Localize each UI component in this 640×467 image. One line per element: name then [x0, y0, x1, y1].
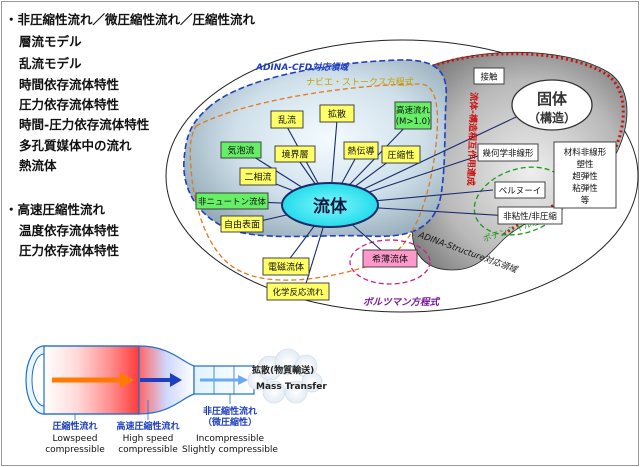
fluid-box-label: 乱流 [278, 114, 296, 126]
pipe-illustration: 拡散(物質輸送) Mass Transfer 圧縮性流れ Lowspeed co… [25, 345, 327, 455]
fluid-box-label: 拡散 [328, 108, 346, 120]
fluid-box-label: 希薄流体 [372, 253, 408, 265]
fluid-box-label: 電磁流体 [268, 261, 304, 273]
solid-box [494, 181, 546, 199]
list-item: 時間-圧力依存流体特性 [19, 117, 150, 132]
label-low-jp: 圧縮性流れ [52, 420, 97, 432]
list-item: 熱流体 [19, 158, 57, 173]
label-high-en1: High speed [123, 434, 174, 444]
solid-sublabel: （構造） [528, 110, 576, 125]
material-box-line: 塑性 [576, 159, 594, 170]
fluid-box [274, 145, 316, 163]
fluid-box [394, 101, 432, 130]
fluid-box-label-2: (M>1.0) [396, 117, 431, 127]
label-incomp-en1: Incompressible [196, 434, 264, 444]
list-item: 多孔質媒体中の流れ [19, 138, 132, 153]
material-box-line: 材料非線形 [564, 147, 607, 158]
navier-stokes-label: ナビエ・ストークス方程式 [306, 76, 414, 88]
solid-box [473, 67, 505, 85]
solid-box [477, 143, 539, 162]
solid-box-label: 非粘性/非圧縮 [503, 211, 557, 222]
label-incomp-jp: 非圧縮性流れ [203, 405, 257, 417]
solid-box-label: ベルヌーイ [499, 187, 542, 197]
fluid-box [362, 249, 418, 268]
list-item: 層流モデル [19, 34, 82, 49]
fluid-box [266, 282, 330, 301]
fsi-boundary [427, 52, 625, 238]
fluid-box-label: 境界層 [281, 149, 308, 161]
fluid-box [270, 110, 304, 129]
fluid-box-label: 気泡流 [227, 145, 254, 157]
fluid-box-label: 圧縮性 [387, 149, 414, 161]
fluid-box-label: 化学反応流れ [272, 287, 324, 298]
list-item: 温度依存流体特性 [19, 223, 120, 238]
solid-box [497, 206, 563, 225]
domain-diagram: 固体 （構造） 流体 ADINA-CFD対応領域 ナビエ・ストークス方程式 AD… [165, 39, 639, 313]
label-low-en2: compressible [45, 445, 105, 455]
list-item: ・高速圧縮性流れ [5, 202, 106, 217]
list-item: 時間依存流体特性 [19, 77, 120, 92]
fluid-box [195, 192, 269, 210]
fluid-box-label: 高速流れ [396, 105, 431, 116]
material-box-line: 超弾性 [572, 171, 598, 182]
fluid-phenomena-boxes: 乱流 拡散 高速流れ(M>1.0) 気泡流 境界層 熱伝導 圧縮性二相流非ニュートン流体自由… [195, 101, 432, 301]
label-high-jp: 高速圧縮性流れ [116, 420, 179, 432]
material-box-line: 粘弾性 [572, 183, 598, 194]
mass-transfer-jp: 拡散(物質輸送) [252, 364, 314, 376]
fluid-box [220, 215, 264, 233]
boltzmann-boundary [349, 239, 431, 285]
list-item: ・非圧縮性流れ／微圧縮性流れ／圧縮性流れ [5, 12, 256, 27]
fluid-box-label: 非ニュートン流体 [198, 197, 267, 208]
fluid-oval [281, 182, 379, 228]
list-item: 乱流モデル [19, 56, 82, 71]
fluid-box [319, 104, 355, 123]
fluid-box-label: 自由表面 [224, 219, 260, 231]
solid-label: 固体 [537, 90, 568, 108]
fluid-box-label: 熱伝導 [347, 145, 374, 157]
material-box [553, 141, 617, 209]
solid-box-label: 接触 [480, 72, 498, 83]
solid-oval [511, 79, 593, 131]
mass-transfer-cloud [247, 348, 323, 404]
fluid-box [262, 257, 310, 276]
label-low-en1: Lowspeed [53, 434, 98, 444]
fsi-label: 流体-構造相互作用連成 [465, 92, 480, 186]
material-box-line: 等 [581, 195, 590, 206]
fluid-label: 流体 [313, 196, 348, 217]
fluid-box [381, 145, 421, 164]
feature-list: ・非圧縮性流れ／微圧縮性流れ／圧縮性流れ層流モデル乱流モデル時間依存流体特性圧力… [5, 12, 256, 258]
mass-transfer-en: Mass Transfer [256, 382, 327, 392]
fluid-box [343, 141, 379, 160]
solid-box-label: 幾何学非線形 [482, 148, 534, 159]
label-high-en2: compressible [118, 445, 178, 455]
fluid-box [220, 141, 262, 159]
list-item: 圧力依存流体特性 [19, 243, 120, 258]
boltzmann-label: ボルツマン方程式 [363, 296, 441, 308]
fluid-box-label: 二相流 [244, 171, 271, 183]
label-incomp-en2: Slightly compressible [182, 445, 278, 455]
label-incomp-jp2: （微圧縮性） [203, 416, 257, 428]
list-item: 圧力依存流体特性 [19, 97, 120, 112]
cfd-region-label: ADINA-CFD対応領域 [255, 62, 350, 73]
fluid-box [239, 167, 277, 186]
